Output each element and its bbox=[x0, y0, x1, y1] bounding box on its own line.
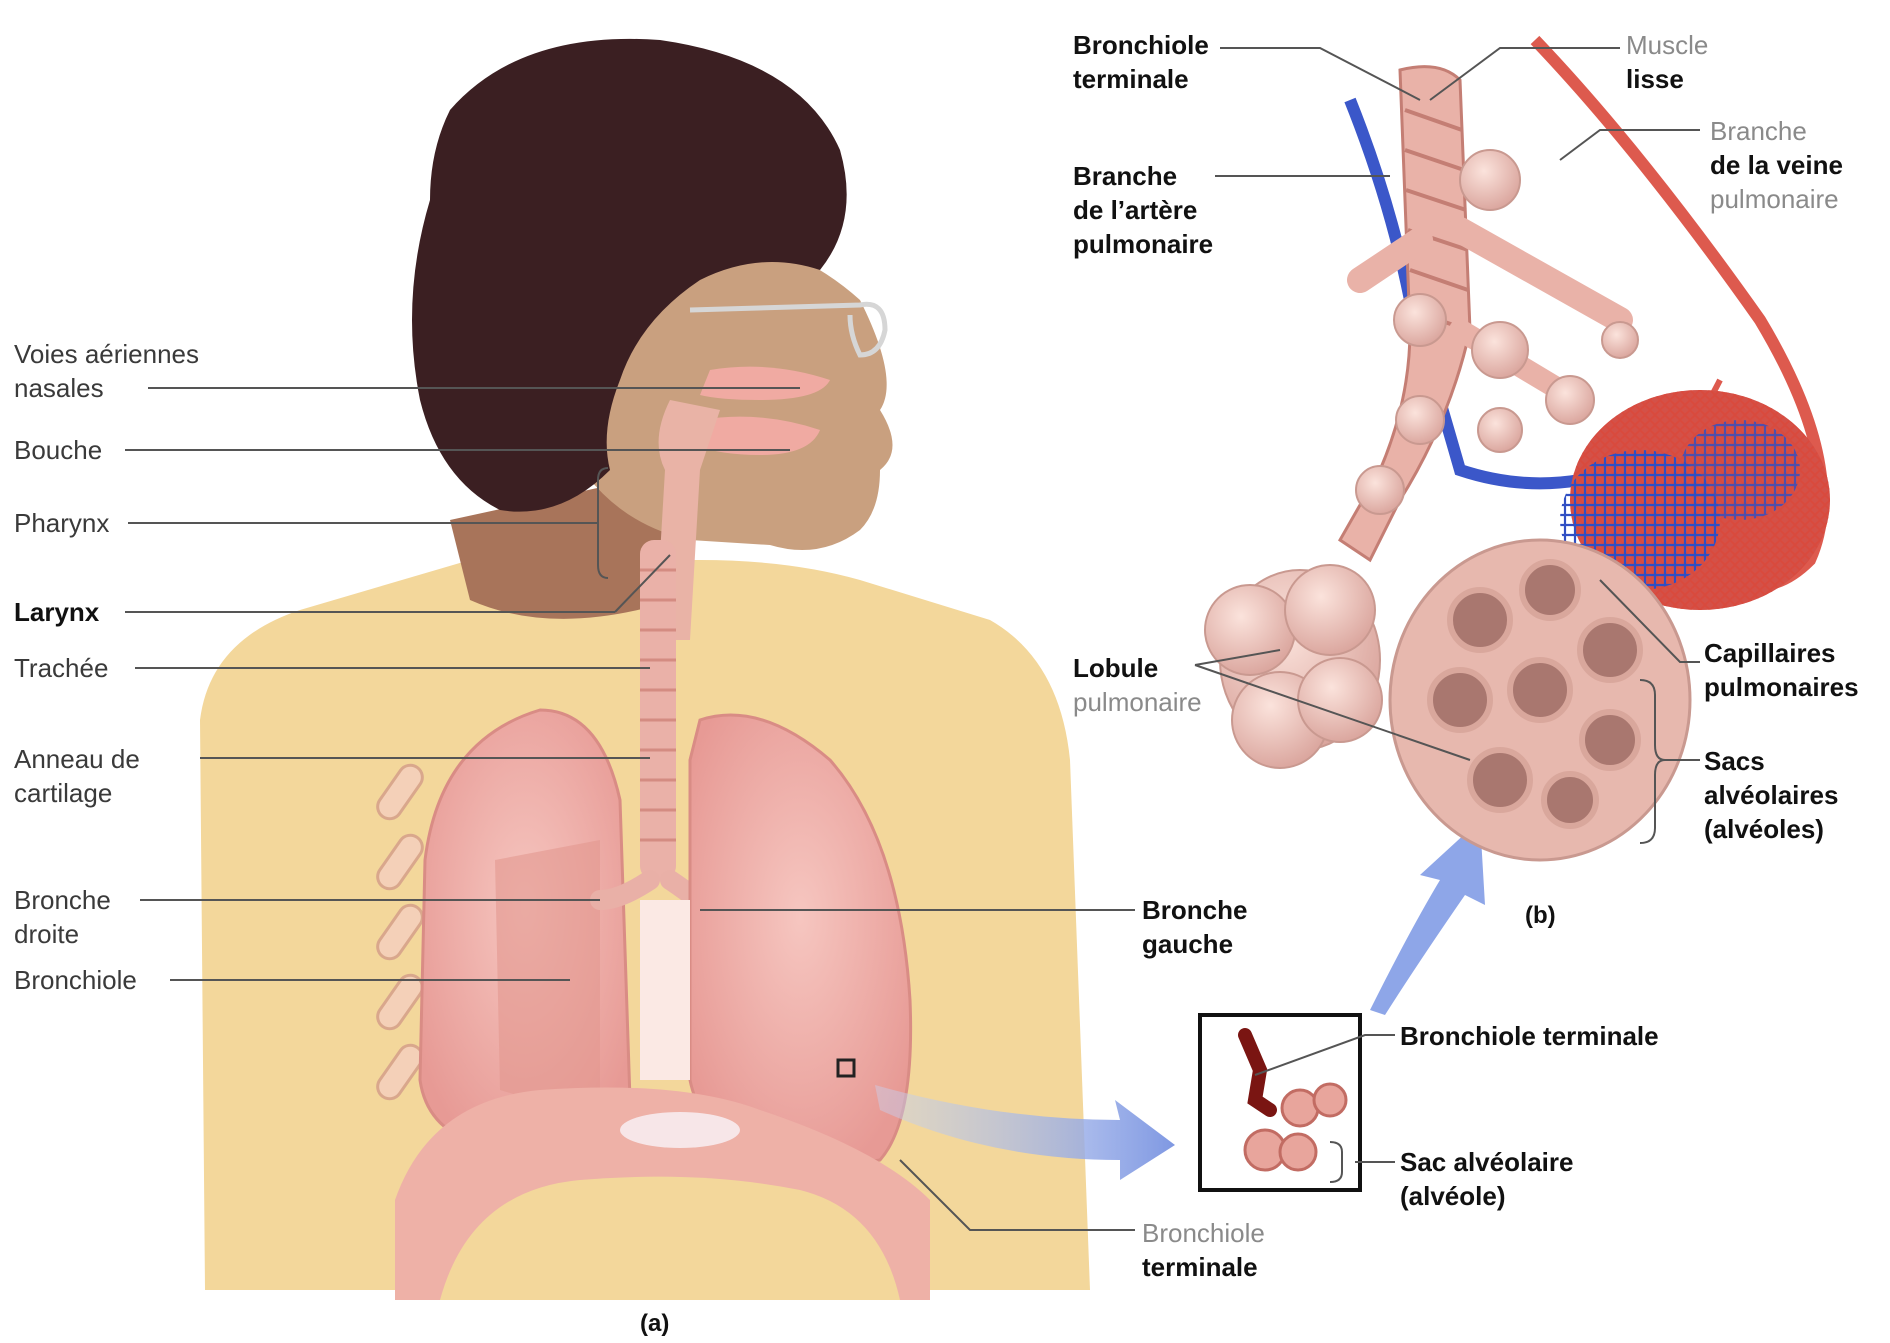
caption-b: (b) bbox=[1525, 902, 1556, 930]
label-trachee: Trachée bbox=[14, 651, 108, 685]
label-lobule-pulmonaire: Lobule pulmonaire bbox=[1073, 651, 1202, 719]
label-branche-veine-pulmonaire: Branche de la veine pulmonaire bbox=[1710, 114, 1843, 216]
lobule bbox=[1205, 565, 1382, 768]
alveolar-sacs-section bbox=[1390, 540, 1690, 860]
label-voies-aeriennes-nasales: Voies aériennes nasales bbox=[14, 337, 199, 405]
label-bronche-droite: Bronche droite bbox=[14, 883, 111, 951]
label-branche-artere-pulmonaire: Branche de l’artère pulmonaire bbox=[1073, 159, 1213, 261]
label-capillaires-pulmonaires: Capillaires pulmonaires bbox=[1704, 636, 1859, 704]
label-pharynx: Pharynx bbox=[14, 506, 109, 540]
mediastinum bbox=[640, 900, 690, 1080]
label-bouche: Bouche bbox=[14, 433, 102, 467]
label-inset-sac-alveolaire: Sac alvéolaire (alvéole) bbox=[1400, 1145, 1573, 1213]
label-muscle-lisse: Muscle lisse bbox=[1626, 28, 1708, 96]
label-sacs-alveolaires: Sacs alvéolaires (alvéoles) bbox=[1704, 744, 1838, 846]
label-inset-bronchiole-terminale: Bronchiole terminale bbox=[1400, 1019, 1659, 1053]
label-larynx: Larynx bbox=[14, 595, 99, 629]
caption-a: (a) bbox=[640, 1310, 669, 1338]
label-bronchiole-terminale-a: Bronchiole terminale bbox=[1142, 1216, 1265, 1284]
inset-box bbox=[1200, 1015, 1360, 1190]
arrow-inset-to-b bbox=[1370, 820, 1485, 1015]
label-bronche-gauche: Bronche gauche bbox=[1142, 893, 1247, 961]
trachea bbox=[640, 540, 676, 880]
label-bronchiole: Bronchiole bbox=[14, 963, 137, 997]
diaphragm-highlight bbox=[620, 1112, 740, 1148]
label-anneau-de-cartilage: Anneau de cartilage bbox=[14, 742, 140, 810]
label-b-bronchiole-terminale: Bronchiole terminale bbox=[1073, 28, 1209, 96]
